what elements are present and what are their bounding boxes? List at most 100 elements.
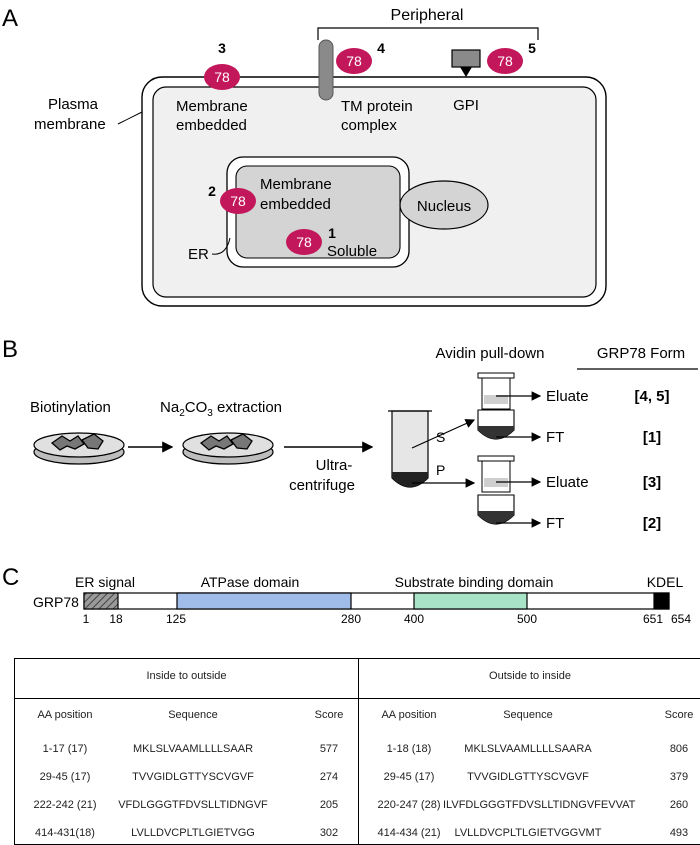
table-cell: 577 [319, 743, 339, 755]
plasma-membrane-pointer [117, 111, 143, 125]
spin-column-1 [477, 372, 515, 440]
grp78-form-header: GRP78 Form [597, 345, 685, 362]
plasma-membrane-label-1: Plasma [48, 96, 99, 113]
atpase-label: ATPase domain [201, 574, 300, 590]
grp78-form-5-label: 78 [497, 53, 513, 69]
kdel-label: KDEL [647, 574, 684, 590]
grp78-form-4 [336, 48, 372, 74]
ultracentrifuge-label-2: centrifuge [289, 477, 355, 494]
table-cell: 1-17 (17) [42, 743, 88, 755]
fraction-label-4: FT [546, 515, 564, 532]
protein-name-label: GRP78 [33, 594, 79, 610]
position-tick: 651 [643, 612, 663, 626]
position-tick: 280 [341, 612, 361, 626]
grp78-form-2 [220, 188, 256, 214]
table-cell: MKLSLVAAMLLLLSAARA [464, 743, 592, 755]
arrow-s [411, 419, 476, 449]
fraction-label-1: Eluate [546, 388, 589, 405]
gpi-anchor-triangle [460, 67, 472, 77]
grp78-form-1-label: 78 [296, 234, 312, 250]
table-cell: MKLSLVAAMLLLLSAAR [132, 743, 254, 755]
nucleus-label: Nucleus [417, 198, 471, 215]
centrifuge-tube [388, 410, 432, 488]
form-label-1: [4, 5] [634, 388, 669, 405]
extraction-label: Na2CO3 extraction [160, 399, 282, 419]
number-3: 3 [218, 40, 226, 56]
table-cell: VFDLGGGTFDVSLLTIDNGVF [118, 799, 268, 811]
membrane-embedded-er-1: Membrane [260, 176, 332, 193]
er-pointer [211, 237, 231, 255]
table-cell: LVLLDVCPLTLGIETVGG [131, 827, 255, 839]
outside-to-inside-section: Outside to inside AA position Sequence S… [359, 659, 700, 844]
table-divider [15, 698, 358, 699]
number-2: 2 [208, 183, 216, 199]
column-header: AA position [37, 709, 93, 721]
nucleus [399, 180, 489, 230]
table-cell: 220-247 (28) [377, 799, 441, 811]
table-cell: 302 [319, 827, 339, 839]
tm-complex-2: complex [341, 117, 397, 134]
table-cell: 806 [669, 743, 689, 755]
grp78-domain-map [83, 592, 670, 610]
supernatant-label: S [436, 429, 445, 445]
inside-to-outside-section: Inside to outside AA position Sequence S… [15, 659, 359, 844]
culture-dish-1 [33, 432, 125, 465]
tm-prediction-table: Inside to outside AA position Sequence S… [14, 658, 700, 845]
column-header: Score [314, 709, 344, 721]
table-cell: 29-45 (17) [39, 771, 91, 783]
inside-to-outside-title: Inside to outside [146, 670, 227, 682]
number-5: 5 [528, 40, 536, 56]
soluble-label: Soluble [327, 243, 377, 260]
position-tick: 654 [671, 612, 691, 626]
form-label-4: [2] [643, 515, 661, 532]
spin-column-2 [477, 455, 515, 525]
grp78-form-2-label: 78 [230, 193, 246, 209]
kdel-domain [653, 592, 670, 610]
tm-complex-1: TM protein [341, 98, 413, 115]
column-header: Sequence [503, 709, 553, 721]
peripheral-label: Peripheral [391, 7, 464, 24]
position-tick: 1 [83, 612, 90, 626]
substrate-domain [413, 592, 528, 610]
grp78-form-1 [286, 229, 322, 255]
column-header: AA position [381, 709, 437, 721]
outside-to-inside-title: Outside to inside [489, 670, 571, 682]
er-signal-domain [83, 592, 119, 610]
membrane-embedded-pm-2: embedded [176, 117, 247, 134]
position-tick: 500 [517, 612, 537, 626]
atpase-domain [176, 592, 352, 610]
table-cell: 222-242 (21) [33, 799, 97, 811]
substrate-label: Substrate binding domain [395, 574, 554, 590]
table-cell: 414-431(18) [35, 827, 95, 839]
plasma-membrane-label-2: membrane [34, 116, 106, 133]
number-4: 4 [377, 40, 385, 56]
grp78-form-4-label: 78 [346, 53, 362, 69]
grp78-form-3-label: 78 [214, 69, 230, 85]
grp78-form-5 [487, 48, 523, 74]
table-divider [359, 698, 700, 699]
peripheral-bracket [317, 27, 539, 40]
table-cell: TVVGIDLGTTYSCVGVF [132, 771, 254, 783]
panel-c-label: C [2, 564, 19, 591]
fraction-label-3: Eluate [546, 474, 589, 491]
table-cell: TVVGIDLGTTYSCVGVF [467, 771, 589, 783]
position-tick: 400 [404, 612, 424, 626]
avidin-label: Avidin pull-down [436, 345, 545, 362]
table-cell: 414-434 (21) [377, 827, 441, 839]
table-cell: 379 [669, 771, 689, 783]
er-signal-label: ER signal [75, 574, 135, 590]
pellet-label: P [436, 462, 445, 478]
er-label: ER [188, 246, 209, 263]
table-cell: 29-45 (17) [383, 771, 435, 783]
membrane-embedded-pm-1: Membrane [176, 98, 248, 115]
culture-dish-2 [182, 432, 274, 465]
position-tick: 18 [109, 612, 123, 626]
form-label-3: [3] [643, 474, 661, 491]
table-cell: 260 [669, 799, 689, 811]
panel-a-label: A [2, 5, 18, 32]
table-cell: 1-18 (18) [386, 743, 432, 755]
table-cell: 493 [669, 827, 689, 839]
tm-protein [318, 39, 334, 101]
grp78-form-3 [204, 64, 240, 90]
column-header: Score [664, 709, 694, 721]
